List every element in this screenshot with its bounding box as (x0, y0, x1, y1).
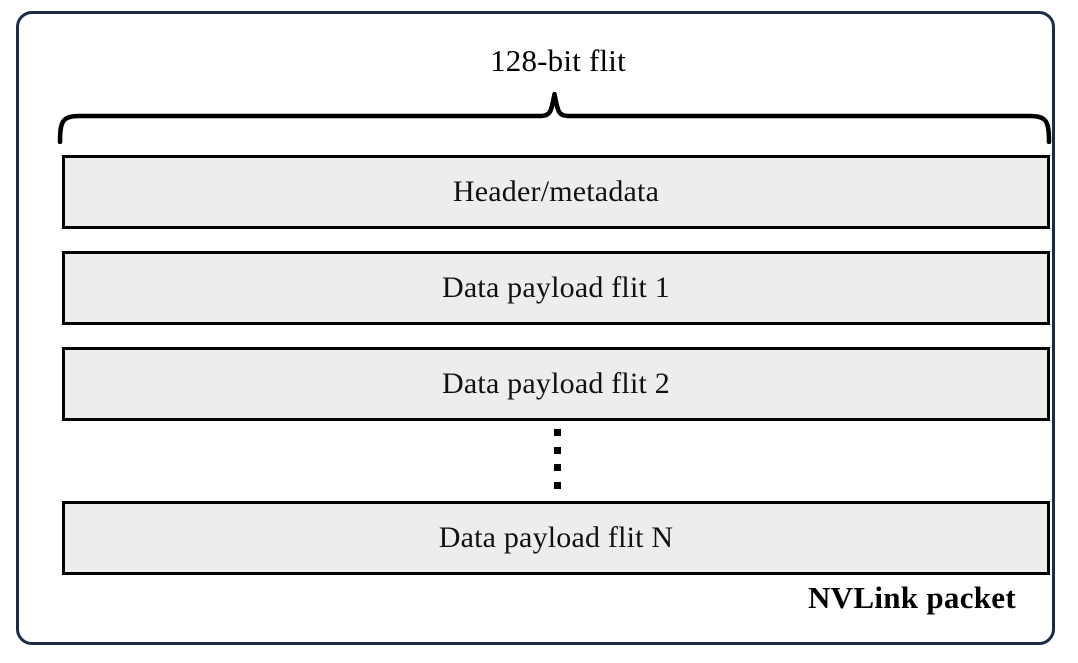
flit-row-payload-1[interactable]: Data payload flit 1 (62, 251, 1050, 325)
nvlink-packet-label: NVLink packet (807, 580, 1016, 615)
flit-row-label: Header/metadata (452, 175, 660, 208)
flit-row-payload-n[interactable]: Data payload flit N (62, 501, 1050, 575)
ellipsis-dot (553, 446, 561, 454)
flit-stack: Header/metadata Data payload flit 1 Data… (62, 155, 1050, 575)
flit-row-label: Data payload flit N (438, 521, 674, 554)
horizontal-curly-brace-icon (57, 92, 1052, 144)
flit-row-label: Data payload flit 2 (442, 367, 670, 400)
ellipsis-dot (553, 481, 561, 489)
nvlink-packet-frame: 128-bit flit Header/metadata Data payloa… (16, 11, 1055, 645)
flit-row-label: Data payload flit 1 (442, 271, 670, 304)
vertical-ellipsis-icon (550, 429, 564, 489)
ellipsis-dot (553, 464, 561, 472)
ellipsis-dot (553, 429, 561, 436)
flit-row-payload-2[interactable]: Data payload flit 2 (62, 347, 1050, 421)
flit-row-header[interactable]: Header/metadata (62, 155, 1050, 229)
flit-width-caption: 128-bit flit (490, 43, 626, 78)
